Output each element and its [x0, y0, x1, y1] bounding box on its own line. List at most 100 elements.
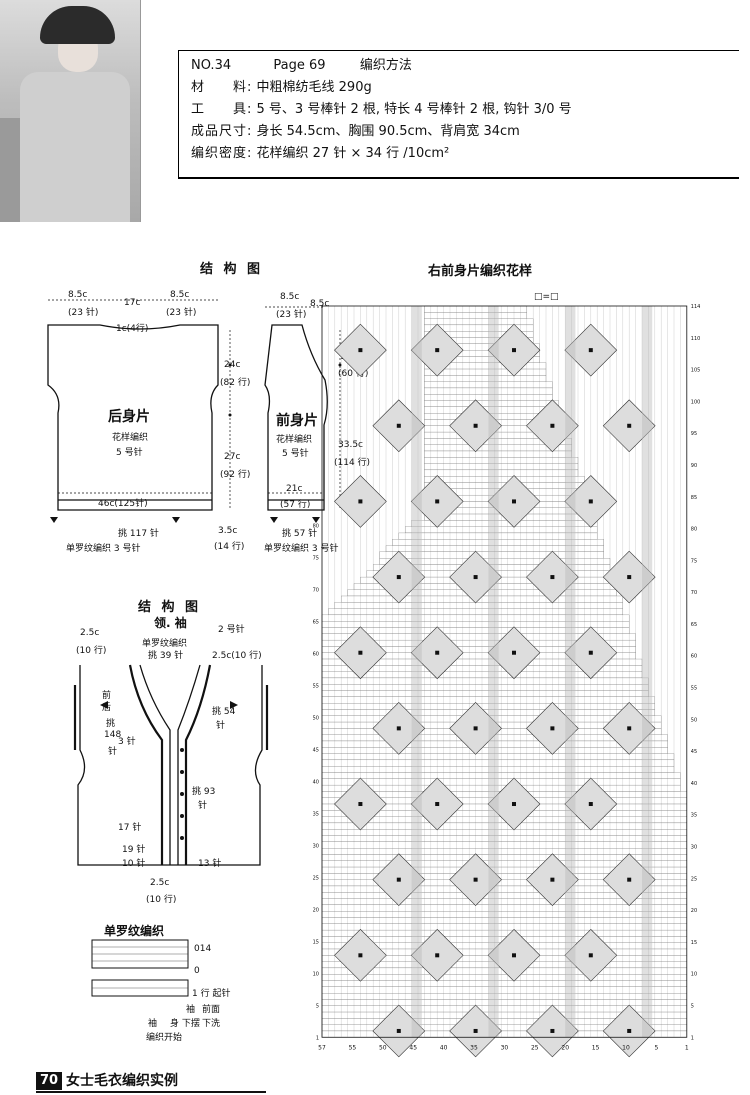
dim-back-shoulder-right-st: (23 针) [166, 308, 197, 318]
size-line: 成品尺寸: 身长 54.5cm、胸围 90.5cm、背肩宽 34cm [191, 124, 520, 139]
chart-y-tick-right: 15 [691, 940, 697, 946]
chart-y-tick-right: 60 [691, 654, 697, 660]
chart-x-tick: 30 [501, 1044, 509, 1051]
collar-right-width: 2.5c(10 行) [212, 651, 262, 661]
chart-y-tick-left: 80 [313, 523, 319, 529]
rib-swatch-title: 单罗纹编织 [104, 924, 165, 938]
front-piece-name: 前身片 [276, 413, 318, 429]
collar-p13: 13 针 [198, 859, 222, 869]
chart-y-tick-right: 114 [691, 304, 701, 310]
dim-back-neck: 17c [124, 298, 141, 308]
pickup-back: 挑 117 针 [118, 529, 159, 539]
collar-bottom-rows: (10 行) [146, 895, 177, 905]
dim-hem-rows: (14 行) [214, 542, 245, 552]
collar-left-rows: (10 行) [76, 646, 107, 656]
collar-arm-zhen: 针 [108, 747, 118, 757]
chart-y-tick-right: 105 [691, 368, 701, 374]
back-piece-pattern: 花样编织 [112, 433, 149, 443]
dim-armhole: 24c [224, 360, 241, 370]
chart-y-tick-right: 70 [691, 590, 697, 596]
chart-y-tick-right: 75 [691, 558, 697, 564]
collar-pick-back: 挑 39 针 [148, 651, 184, 661]
chart-y-tick-left: 50 [313, 715, 319, 721]
rib-back: 单罗纹编织 3 号针 [66, 544, 141, 554]
collar-p93b: 针 [198, 801, 208, 811]
density-line: 编织密度: 花样编织 27 针 × 34 行 /10cm² [191, 146, 450, 161]
chart-y-tick-left: 5 [316, 1003, 319, 1009]
chart-y-tick-right: 30 [691, 844, 697, 850]
structure-title: 结 构 图 [200, 262, 264, 277]
chart-legend: □=□ [534, 292, 559, 302]
dim-front-neck-rows: (60 行) [338, 369, 369, 379]
collar-structure-title: 结 构 图 [138, 600, 202, 615]
tools-line: 工 具: 5 号、3 号棒针 2 根, 特长 4 号棒针 2 根, 钩针 3/0… [191, 102, 572, 117]
collar-pick-54b: 针 [216, 721, 226, 731]
header-title-line: NO.34 Page 69 编织方法 [191, 57, 412, 75]
dim-front-shoulder-st: (23 针) [276, 310, 307, 320]
chart-x-tick: 5 [654, 1044, 658, 1051]
collar-armhole-diagram [73, 664, 269, 866]
rib-swatch-grid [91, 939, 189, 997]
chart-x-tick: 40 [440, 1044, 448, 1051]
rib-cast-on: 1 行 起针 [192, 989, 231, 999]
page-number: 70 [36, 1072, 62, 1090]
chart-y-tick-right: 40 [691, 781, 697, 787]
chart-y-tick-left: 55 [313, 683, 319, 689]
front-piece-pattern: 花样编织 [276, 435, 313, 445]
collar-p93: 挑 93 [192, 787, 216, 797]
front-piece-needle: 5 号针 [282, 449, 309, 459]
collar-arm-148: 148 [104, 730, 122, 740]
rib-row-0: 0 [194, 966, 200, 976]
chart-x-tick: 25 [531, 1044, 539, 1051]
rib-sleeve-mark: 袖 [186, 1005, 196, 1015]
chart-y-tick-right: 20 [691, 908, 697, 914]
chart-y-tick-right: 10 [691, 972, 697, 978]
chart-y-tick-left: 75 [313, 555, 319, 561]
collar-pick-arm: 挑 [106, 719, 116, 729]
collar-p3: 3 针 [118, 737, 136, 747]
chart-y-tick-left: 70 [313, 587, 319, 593]
chart-y-tick-left: 10 [313, 971, 319, 977]
material-line: 材 料: 中粗棉纺毛线 290g [191, 80, 372, 95]
chart-x-tick: 15 [592, 1044, 600, 1051]
rib-back-side: 下洗 [202, 1019, 221, 1029]
chart-y-tick-left: 30 [313, 843, 319, 849]
chart-y-tick-left: 45 [313, 747, 319, 753]
dim-front-width: 21c [286, 484, 303, 494]
chart-x-tick: 1 [685, 1044, 689, 1051]
collar-p19: 19 针 [122, 845, 146, 855]
rib-front-side: 前面 [202, 1005, 221, 1015]
chart-y-tick-right: 80 [691, 527, 697, 533]
back-piece-name: 后身片 [108, 409, 150, 425]
collar-p10: 10 针 [122, 859, 146, 869]
page-ref: Page 69 [273, 58, 326, 73]
dim-back-hem: 46c(125针) [98, 499, 148, 509]
dim-side-rows: (92 行) [220, 470, 251, 480]
collar-p17: 17 针 [118, 823, 142, 833]
dim-back-shoulder-left-st: (23 针) [68, 308, 99, 318]
dim-front-shoulder: 8.5c [280, 292, 300, 302]
chart-y-tick-left: 20 [313, 907, 319, 913]
dim-back-shoulder-left: 8.5c [68, 290, 88, 300]
collar-back-mark: 后 [102, 703, 112, 713]
collar-left-width: 2.5c [80, 628, 100, 638]
chart-y-tick-right: 95 [691, 431, 697, 437]
chart-title: 右前身片编织花样 [428, 264, 533, 279]
chart-y-tick-right: 90 [691, 463, 697, 469]
chart-y-tick-right: 1 [691, 1035, 694, 1041]
collar-needle: 2 号针 [218, 625, 245, 635]
dim-front-length-rows: (114 行) [334, 458, 371, 468]
chart-x-tick: 50 [379, 1044, 387, 1051]
chart-x-tick: 57 [318, 1044, 326, 1051]
rib-row-14: 014 [194, 944, 212, 954]
chart-x-tick: 45 [409, 1044, 417, 1051]
material-value: 中粗棉纺毛线 290g [256, 80, 372, 95]
chart-y-tick-right: 85 [691, 495, 697, 501]
dim-armhole-rows: (82 行) [220, 378, 251, 388]
collar-subtitle: 领. 袖 [154, 616, 187, 630]
chart-y-tick-right: 65 [691, 622, 697, 628]
pattern-number: NO.34 [191, 58, 232, 73]
chart-y-tick-left: 25 [313, 875, 319, 881]
rib-start: 编织开始 [146, 1033, 183, 1043]
